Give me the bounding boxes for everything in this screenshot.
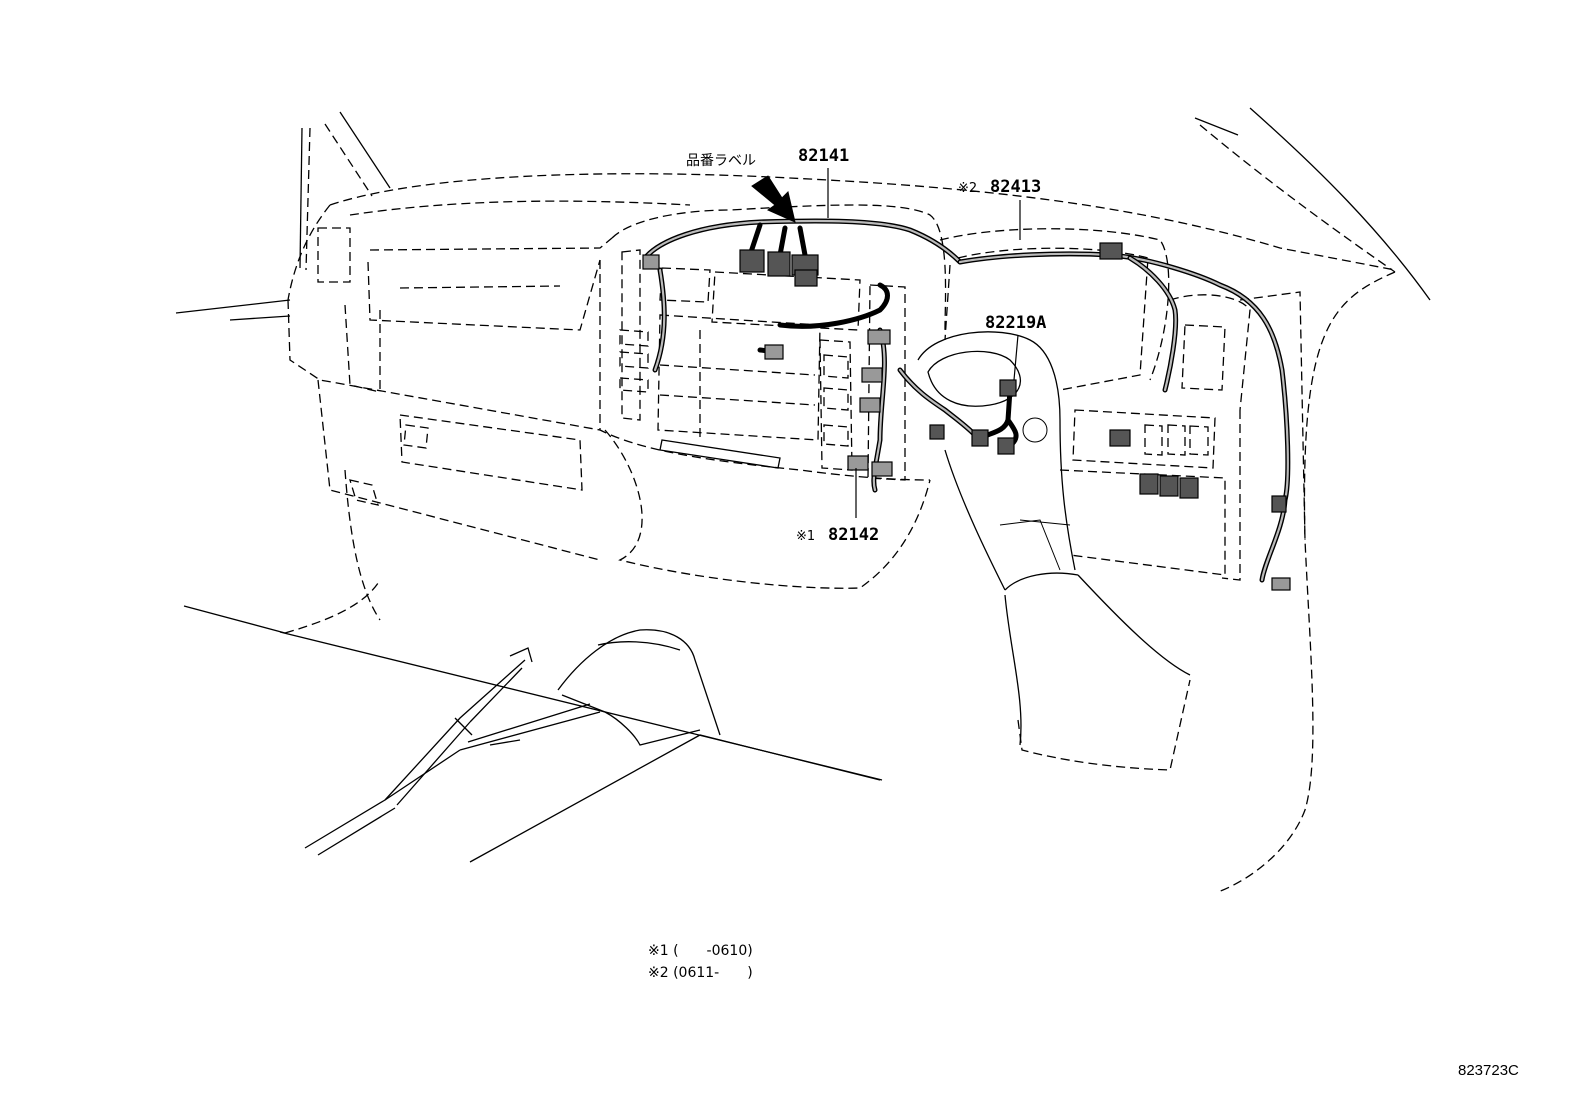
connector-icon (971, 429, 989, 447)
connector-icon (739, 249, 765, 273)
callout-82141: 82141 (798, 146, 849, 166)
connector-icon (1159, 475, 1179, 497)
connector-icon (861, 367, 883, 383)
connector-icon (871, 461, 893, 477)
connector-icon (767, 251, 791, 277)
connector-icon (1099, 242, 1123, 260)
leader-lines (827, 168, 1021, 518)
connector-icon (764, 344, 784, 360)
harness-82219A (897, 367, 1019, 447)
callout-82219A: 82219A (985, 313, 1046, 333)
callout-82413-note: ※2 (958, 181, 977, 196)
figure-reference: 823723C (1458, 1062, 1519, 1079)
connector-icon (847, 455, 869, 471)
connectors (642, 242, 1291, 591)
connector-icon (999, 379, 1017, 397)
footnote-1: ※1 ( -0610) (648, 943, 753, 959)
connector-icon (859, 397, 881, 413)
harness-82141 (642, 218, 963, 493)
connector-icon (1139, 473, 1159, 495)
callout-82413: 82413 (990, 177, 1041, 197)
connector-icon (867, 329, 891, 345)
callout-82142: 82142 (828, 525, 879, 545)
connector-icon (642, 254, 660, 270)
part-label-jp: 品番ラベル (686, 153, 756, 169)
callout-82142-note: ※1 (796, 529, 815, 544)
connector-icon (1271, 495, 1287, 513)
connector-icon (1109, 429, 1131, 447)
steering-column (917, 331, 1191, 771)
floor-console (304, 629, 721, 856)
connector-icon (997, 437, 1015, 455)
connector-icon (794, 269, 818, 287)
pointer-arrow-icon (751, 175, 796, 223)
connector-icon (1179, 477, 1199, 499)
footnote-2: ※2 (0611- ) (648, 965, 753, 981)
connector-icon (1271, 577, 1291, 591)
connector-icon (929, 424, 945, 440)
dashboard-outline (175, 107, 1431, 893)
